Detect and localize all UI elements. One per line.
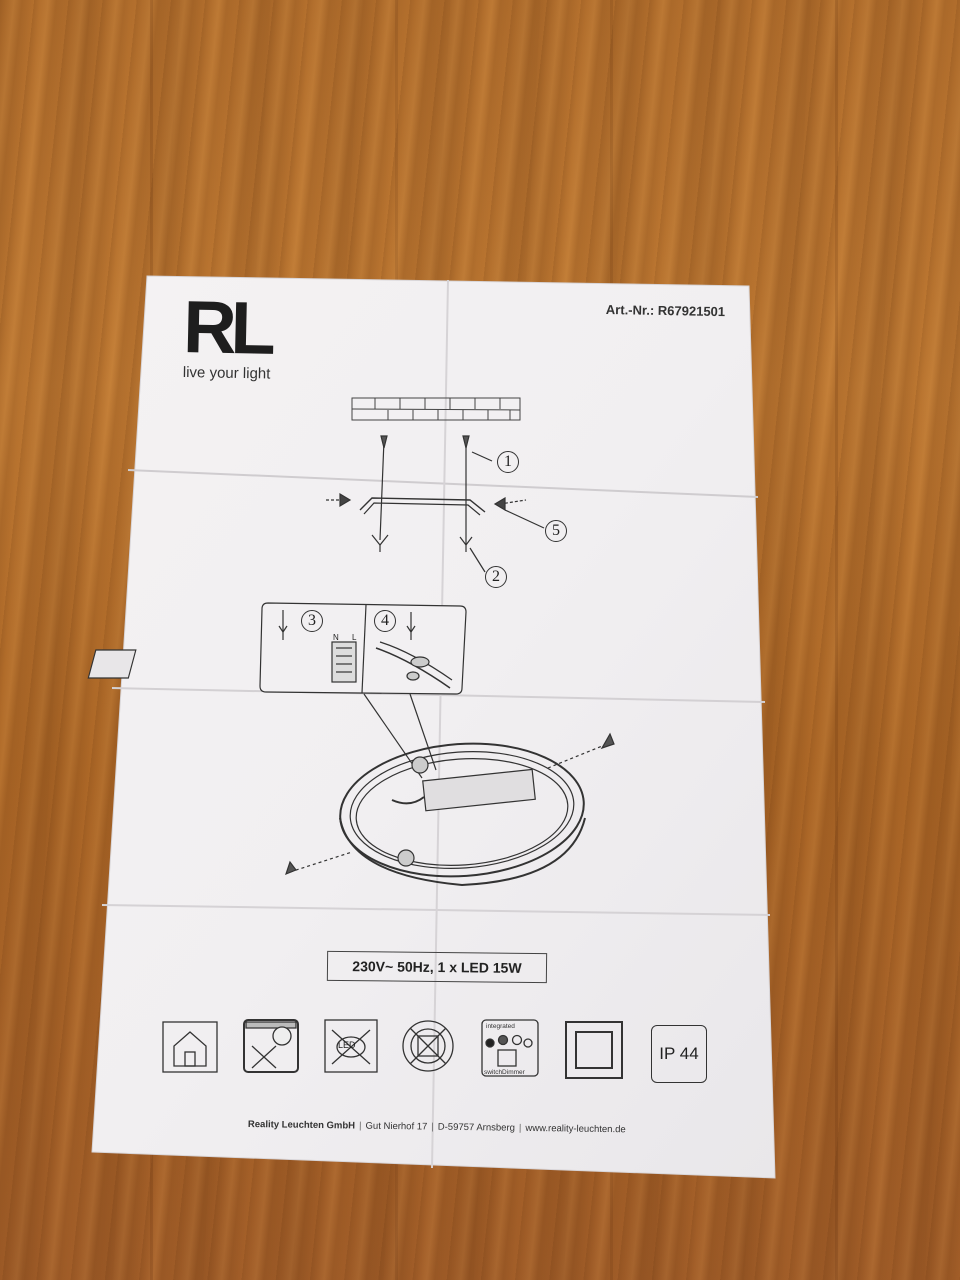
- no-bulb-replace-icon: [243, 1019, 299, 1073]
- electrical-spec: 230V~ 50Hz, 1 x LED 15W: [326, 950, 548, 984]
- callout-5: 5: [545, 520, 567, 542]
- article-number: Art.-Nr.: R67921501: [605, 302, 726, 320]
- ip-rating-icon: IP 44: [651, 1025, 707, 1083]
- terminal-label-n: N: [333, 633, 339, 642]
- no-disposal-icon: [402, 1020, 454, 1072]
- switch-dimmer-icon: [481, 1019, 539, 1077]
- led-label: LED: [338, 1040, 356, 1050]
- callout-1: 1: [497, 451, 519, 473]
- footer-street: Gut Nierhof 17: [365, 1120, 428, 1133]
- footer-city: D-59757 Arnsberg: [437, 1121, 515, 1134]
- indoor-house-icon: [162, 1021, 218, 1073]
- dimmer-label-top: integrated: [486, 1023, 515, 1030]
- led-non-replaceable-icon: [324, 1019, 378, 1073]
- anchor-screw-icon: [326, 435, 545, 573]
- brand-logo: RL: [182, 285, 271, 370]
- brand-tagline: live your light: [182, 364, 271, 383]
- lamp-base-drawing: [285, 732, 615, 887]
- callout-3: 3: [301, 610, 323, 632]
- callout-4: 4: [374, 610, 396, 632]
- protection-class-icon: [565, 1021, 623, 1079]
- dimmer-label-bottom: switchDimmer: [484, 1069, 525, 1076]
- footer-web: www.reality-leuchten.de: [525, 1122, 626, 1136]
- footer-company: Reality Leuchten GmbH: [247, 1119, 356, 1132]
- callout-2: 2: [485, 566, 507, 588]
- fold-line: [127, 469, 759, 498]
- terminal-label-l: L: [352, 633, 357, 642]
- ceiling-brick-icon: [351, 397, 521, 421]
